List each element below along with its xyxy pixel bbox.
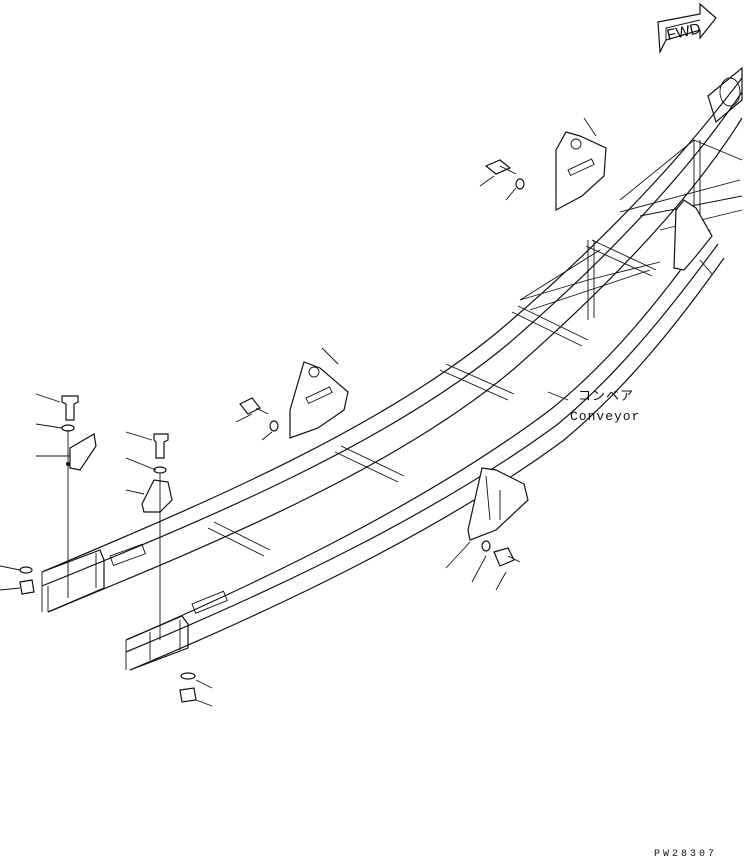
leader-lines [0,117,713,707]
bolt-middle [239,397,279,432]
bracket-right-support [673,199,713,271]
bracket-left-lower [141,479,173,513]
lower-rail [125,229,725,671]
bracket-middle [289,361,349,439]
bolt-lower-right [481,540,521,567]
fwd-arrow: FWD [657,2,717,55]
bracket-left-small [69,433,97,471]
conveyor-label-jp: コンベア [578,389,634,404]
conveyor-label-en: Conveyor [570,409,640,424]
bolt-left-top [61,395,79,570]
bolt-left-second [153,433,169,640]
nut-left-front [19,566,35,595]
drawing-code: PW28307 [654,849,717,860]
upper-rail [41,66,743,613]
bolt-upper [484,159,525,190]
cross-members [207,139,743,557]
bracket-lower-middle [467,467,529,541]
bracket-upper-right [555,131,607,212]
nut-lower-front [179,672,197,703]
fwd-label: FWD [665,20,702,44]
